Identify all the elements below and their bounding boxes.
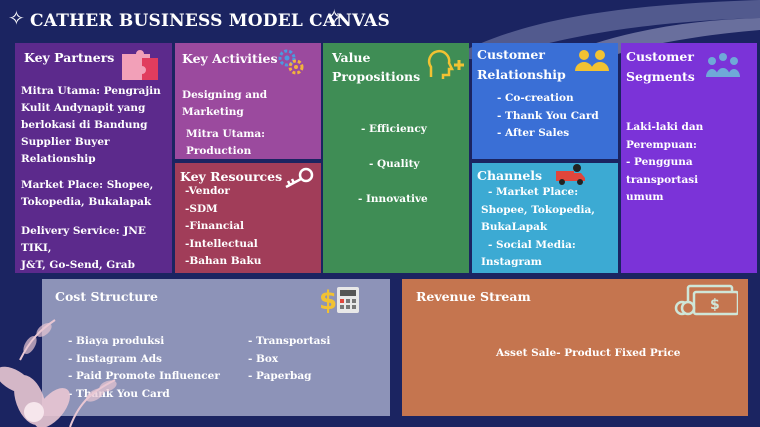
- key-partners-line: Kulit Andynapit yang: [21, 102, 146, 114]
- customer-segments-heading: Segments: [626, 69, 695, 84]
- value-propositions-heading: Value: [332, 50, 371, 65]
- customer-relationship-line: - Thank You Card: [497, 109, 599, 122]
- key-resources-line: -Financial: [185, 220, 245, 232]
- revenue-stream-text: Asset Sale- Product Fixed Price: [496, 347, 681, 359]
- svg-text:$: $: [710, 297, 720, 313]
- customer-segments-heading: Customer: [626, 49, 694, 64]
- customer-relationship-box: Customer Relationship - Co-creation - Th…: [472, 43, 618, 159]
- value-propositions-line: - Efficiency: [361, 123, 427, 135]
- revenue-stream-box: $ Revenue Stream Asset Sale- Product Fix…: [402, 279, 748, 416]
- key-resources-box: Key Resources -Vendor -SDM -Financial -I…: [175, 163, 321, 273]
- key-activities-line: Mitra Utama: Production: [186, 128, 266, 157]
- calculator-icon: $: [319, 286, 359, 315]
- svg-text:$: $: [319, 286, 337, 315]
- key-partners-line: Delivery Service: JNE TIKI,: [21, 225, 146, 254]
- key-activities-line: Designing and Marketing: [182, 89, 268, 118]
- value-propositions-box: Value Propositions - Efficiency - Qualit…: [323, 43, 469, 273]
- channels-line: - Social Media:: [488, 238, 576, 251]
- key-resources-line: -SDM: [185, 202, 218, 215]
- floral-decoration: [0, 319, 117, 427]
- key-partners-line: Relationship: [21, 153, 96, 165]
- customer-segments-box: Customer Segments Laki-laki dan Perempua…: [621, 43, 757, 273]
- key-partners-line: Supplier Buyer: [21, 136, 110, 148]
- channels-heading: Channels: [477, 168, 543, 183]
- cost-structure-box: $ Cost Structure - Biaya produksi - Inst…: [42, 279, 390, 416]
- gears-icon: [278, 49, 304, 75]
- page-title: CATHER BUSINESS MODEL CANVAS: [30, 11, 390, 31]
- customer-relationship-heading: Customer: [477, 47, 545, 62]
- head-plus-icon: [427, 50, 464, 79]
- key-partners-box: Key Partners Mitra Utama: Pengrajin Kuli…: [15, 43, 172, 273]
- key-partners-line: berlokasi di Bandung: [21, 119, 148, 131]
- cost-structure-item: - Transportasi: [248, 335, 331, 347]
- value-propositions-line: - Quality: [369, 158, 420, 170]
- customer-segments-line: - Pengguna transportasi: [626, 156, 699, 186]
- customer-segments-line: Laki-laki dan: [626, 121, 704, 133]
- channels-line: Shopee, Tokopedia,: [481, 203, 595, 216]
- key-activities-heading: Key Activities: [182, 51, 278, 66]
- key-resources-line: -Vendor: [185, 185, 230, 197]
- money-icon: $: [674, 284, 738, 316]
- channels-line: - Market Place:: [488, 186, 579, 198]
- cost-structure-heading: Cost Structure: [55, 289, 158, 304]
- value-propositions-line: - Innovative: [358, 193, 428, 205]
- key-partners-line: J&T, Go-Send, Grab Express: [21, 259, 135, 271]
- cost-structure-item: - Instagram Ads: [68, 352, 162, 365]
- sparkle-icon: ✧: [325, 6, 344, 31]
- key-resources-line: -Intellectual: [185, 237, 258, 250]
- customer-segments-line: umum: [626, 191, 664, 203]
- cost-structure-item: - Paid Promote Influencer: [68, 370, 220, 382]
- key-partners-line: Tokopedia, Bukalapak: [21, 196, 152, 208]
- customer-segments-line: Perempuan:: [626, 138, 697, 151]
- key-partners-line: Market Place: Shopee,: [21, 179, 154, 191]
- customer-relationship-line: - After Sales: [497, 127, 570, 139]
- cost-structure-item: - Paperbag: [248, 370, 312, 382]
- revenue-stream-heading: Revenue Stream: [416, 289, 531, 304]
- cost-structure-item: - Biaya produksi: [68, 335, 165, 347]
- people-icon: [575, 50, 609, 71]
- truck-icon: [556, 164, 585, 185]
- crowd-icon: [706, 53, 740, 77]
- sparkle-icon: ✧: [8, 6, 25, 30]
- channels-line: Instagram: [481, 256, 542, 268]
- key-icon: [285, 167, 314, 189]
- key-resources-line: -Bahan Baku: [185, 255, 262, 267]
- customer-relationship-line: - Co-creation: [497, 92, 574, 104]
- cost-structure-item: - Box: [248, 352, 279, 365]
- key-activities-box: Key Activities Designing and Marketing M…: [175, 43, 321, 159]
- key-partners-heading: Key Partners: [24, 50, 115, 65]
- channels-line: BukaLapak: [481, 221, 548, 233]
- puzzle-icon: [122, 50, 158, 80]
- key-resources-heading: Key Resources: [180, 169, 283, 184]
- channels-box: Channels - Market Place: Shopee, Tokoped…: [472, 163, 618, 273]
- customer-relationship-heading: Relationship: [477, 67, 566, 82]
- key-partners-line: Mitra Utama: Pengrajin: [21, 85, 161, 97]
- value-propositions-heading: Propositions: [332, 69, 421, 84]
